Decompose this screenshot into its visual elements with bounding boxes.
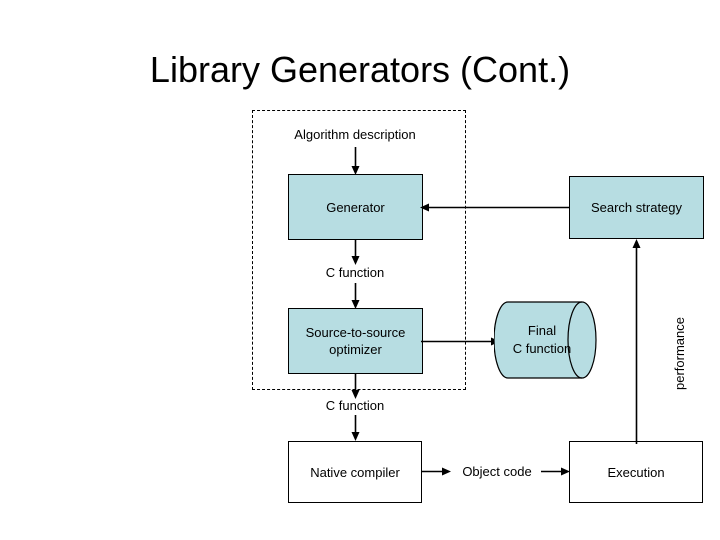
node-source-to-source-optimizer[interactable]: Source-to-source optimizer — [288, 308, 423, 374]
node-search-strategy[interactable]: Search strategy — [569, 176, 704, 239]
node-native-compiler[interactable]: Native compiler — [288, 441, 422, 503]
node-execution-label: Execution — [607, 464, 665, 480]
connector-search-strategy-to-generator — [420, 200, 572, 216]
connector-native-compiler-to-object-code — [421, 464, 452, 480]
node-search-strategy-label: Search strategy — [590, 200, 683, 215]
connector-optimizer-to-cfunction-bottom — [348, 374, 364, 400]
node-native-compiler-label: Native compiler — [310, 464, 400, 480]
node-generator[interactable]: Generator — [288, 174, 423, 240]
library-generator-boundary — [252, 110, 466, 390]
connector-optimizer-to-final-c-function — [421, 334, 501, 350]
performance-label: performance — [672, 317, 687, 390]
connector-execution-to-search-strategy — [629, 236, 645, 444]
c-function-top-label: C function — [325, 265, 385, 280]
algorithm-description-label: Algorithm description — [294, 127, 416, 142]
node-optimizer-label-line2: optimizer — [329, 342, 382, 357]
node-optimizer-label-line1: Source-to-source — [305, 325, 406, 340]
connector-cfunction-to-optimizer — [348, 283, 364, 310]
node-generator-label: Generator — [326, 199, 385, 215]
connector-cfunction-to-native-compiler — [348, 415, 364, 442]
node-execution[interactable]: Execution — [569, 441, 703, 503]
connector-generator-to-cfunction — [348, 240, 364, 266]
page-title: Library Generators (Cont.) — [149, 49, 571, 90]
c-function-bottom-label: C function — [325, 398, 385, 413]
node-final-c-function[interactable]: Final C function — [494, 300, 600, 380]
connector-algorithm-to-generator — [348, 147, 364, 176]
object-code-label: Object code — [462, 464, 532, 479]
connector-object-code-to-execution — [541, 464, 571, 480]
